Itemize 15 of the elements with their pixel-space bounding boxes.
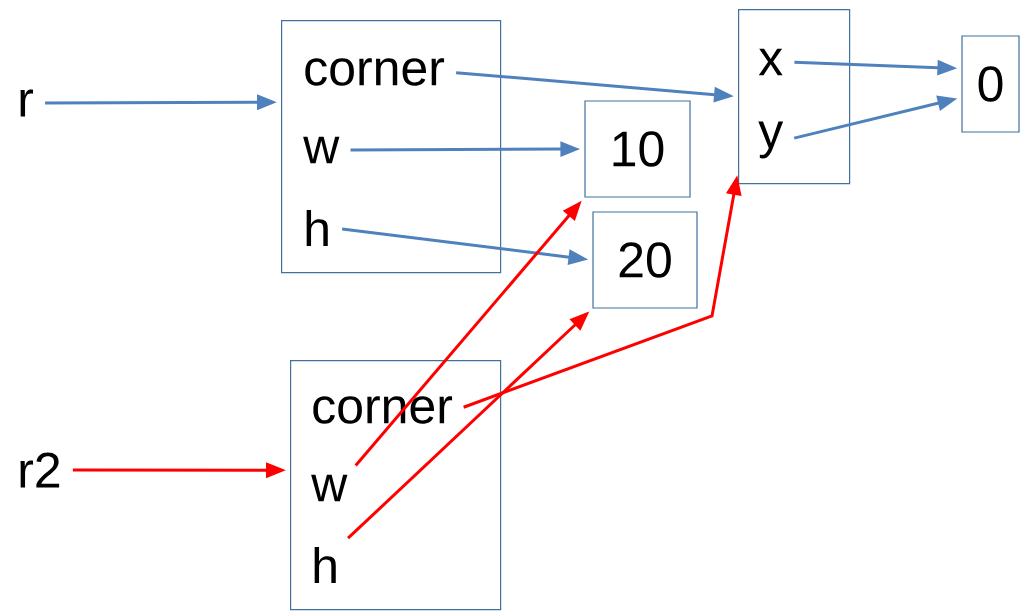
- object-box: [738, 9, 851, 185]
- field-label: h: [306, 209, 328, 247]
- value-box: 10: [584, 100, 691, 198]
- field-label: w: [303, 136, 340, 164]
- value-box: 20: [592, 211, 698, 309]
- object-box: [281, 20, 502, 274]
- variable-label: r: [20, 89, 33, 117]
- field-label: y: [758, 121, 784, 159]
- field-label: h: [314, 546, 336, 584]
- object-box: [290, 360, 502, 611]
- field-label: x: [758, 48, 783, 76]
- field-label: w: [311, 474, 348, 502]
- variable-label: r2: [20, 452, 60, 488]
- field-label: corner: [305, 58, 445, 86]
- value-box: 0: [961, 35, 1020, 133]
